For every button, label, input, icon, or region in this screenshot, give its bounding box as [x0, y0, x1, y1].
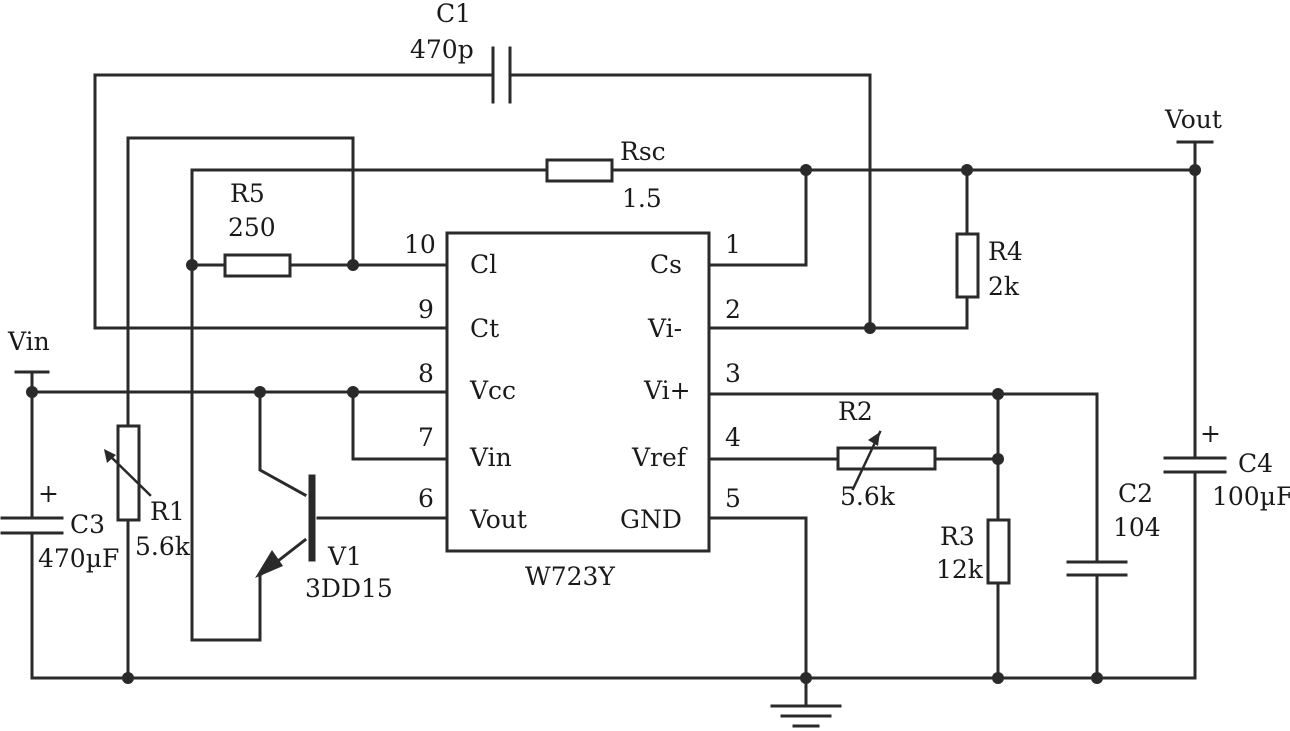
vout-label: Vout: [1164, 105, 1222, 134]
junction: [992, 453, 1004, 465]
r3-ref: R3: [940, 522, 975, 551]
c4-polarity: +: [1200, 419, 1221, 448]
junction: [254, 386, 266, 398]
r1-ref: R1: [150, 497, 185, 526]
c1-value: 470p: [410, 35, 474, 64]
c3-polarity: +: [38, 479, 59, 508]
pin-number: 2: [725, 295, 741, 324]
resistor-r3: R3 12k: [936, 518, 1011, 585]
wire-pin1: [707, 168, 808, 267]
r2-ref: R2: [838, 397, 873, 426]
resistor-r4: R4 2k: [955, 232, 1023, 301]
junction: [1189, 164, 1201, 176]
pin-number: 10: [404, 230, 436, 259]
ic-w723y: W723Y 10 Cl 9 Ct 8 Vcc 7 Vin 6 Vout 1 Cs…: [404, 230, 741, 591]
junction: [961, 164, 973, 176]
pin-number: 1: [725, 230, 741, 259]
ic-name: W723Y: [525, 562, 615, 591]
c3-ref: C3: [70, 510, 105, 539]
wire-pin3: [707, 392, 1099, 564]
transistor-v1: V1 3DD15: [255, 474, 393, 603]
pin-number: 3: [725, 359, 741, 388]
pin-name: Vi+: [643, 376, 691, 405]
junction: [347, 259, 359, 271]
capacitor-c2: C2 104: [1066, 479, 1161, 577]
resistor-r5: R5 250: [223, 179, 292, 278]
potentiometer-r1: R1 5.6k: [104, 424, 191, 561]
junctions: [26, 164, 1201, 684]
wires: [30, 73, 1197, 707]
junction: [26, 386, 38, 398]
pin-name: Vref: [631, 443, 688, 472]
pin-name: Vin: [469, 443, 512, 472]
junction: [992, 672, 1004, 684]
junction: [800, 672, 812, 684]
wire-c1-right: [508, 73, 872, 330]
pin-number: 6: [418, 484, 434, 513]
pin-name: GND: [620, 505, 682, 534]
capacitor-c3: + C3 470µF: [0, 479, 119, 573]
capacitor-c4: + C4 100µF: [1163, 419, 1290, 511]
wire-v1-collector: [258, 390, 308, 498]
rsc-value: 1.5: [622, 184, 662, 213]
pin-name: Ct: [470, 314, 499, 343]
vin-label: Vin: [7, 327, 50, 356]
pin-number: 5: [725, 484, 741, 513]
resistor-rsc: Rsc 1.5: [545, 137, 666, 213]
c2-ref: C2: [1118, 479, 1153, 508]
junction: [864, 322, 876, 334]
wire-rsc-left: [190, 168, 549, 642]
junction: [122, 672, 134, 684]
pin-number: 8: [418, 359, 434, 388]
junction: [1091, 672, 1103, 684]
wire-r1-loop: [126, 136, 355, 428]
junction: [347, 386, 359, 398]
terminal-vin: Vin: [7, 327, 50, 374]
v1-value: 3DD15: [305, 574, 393, 603]
pin-number: 7: [418, 423, 434, 452]
wire-pin7: [351, 390, 449, 461]
rsc-ref: Rsc: [620, 137, 666, 166]
r5-ref: R5: [230, 179, 265, 208]
v1-ref: V1: [327, 542, 362, 571]
c2-value: 104: [1113, 513, 1161, 542]
r3-value: 12k: [936, 555, 984, 584]
junction: [186, 259, 198, 271]
junction: [800, 164, 812, 176]
c4-ref: C4: [1238, 449, 1273, 478]
junction: [992, 388, 1004, 400]
pin-name: Vout: [469, 505, 527, 534]
pin-number: 9: [418, 295, 434, 324]
wire-v1-emitter: [190, 537, 308, 642]
potentiometer-r2: R2 5.6k: [836, 397, 937, 511]
wire-pin2: [707, 295, 969, 330]
r4-ref: R4: [988, 237, 1023, 266]
r5-value: 250: [228, 213, 276, 242]
pin-number: 4: [725, 423, 741, 452]
terminal-vout: Vout: [1164, 105, 1222, 144]
wire-c1-loop: [93, 73, 495, 330]
c4-value: 100µF: [1212, 482, 1290, 511]
pin-name: Vi-: [647, 314, 682, 343]
capacitor-c1: C1 470p: [410, 0, 512, 104]
pin-name: Vcc: [469, 376, 516, 405]
pin-name: Cl: [470, 250, 497, 279]
pin-name: Cs: [650, 250, 682, 279]
c1-ref: C1: [436, 0, 471, 28]
r1-value: 5.6k: [135, 532, 191, 561]
r2-value: 5.6k: [840, 482, 896, 511]
wire-pin5: [707, 516, 808, 707]
ground-symbol: [770, 704, 842, 728]
c3-value: 470µF: [38, 544, 119, 573]
r4-value: 2k: [988, 272, 1020, 301]
